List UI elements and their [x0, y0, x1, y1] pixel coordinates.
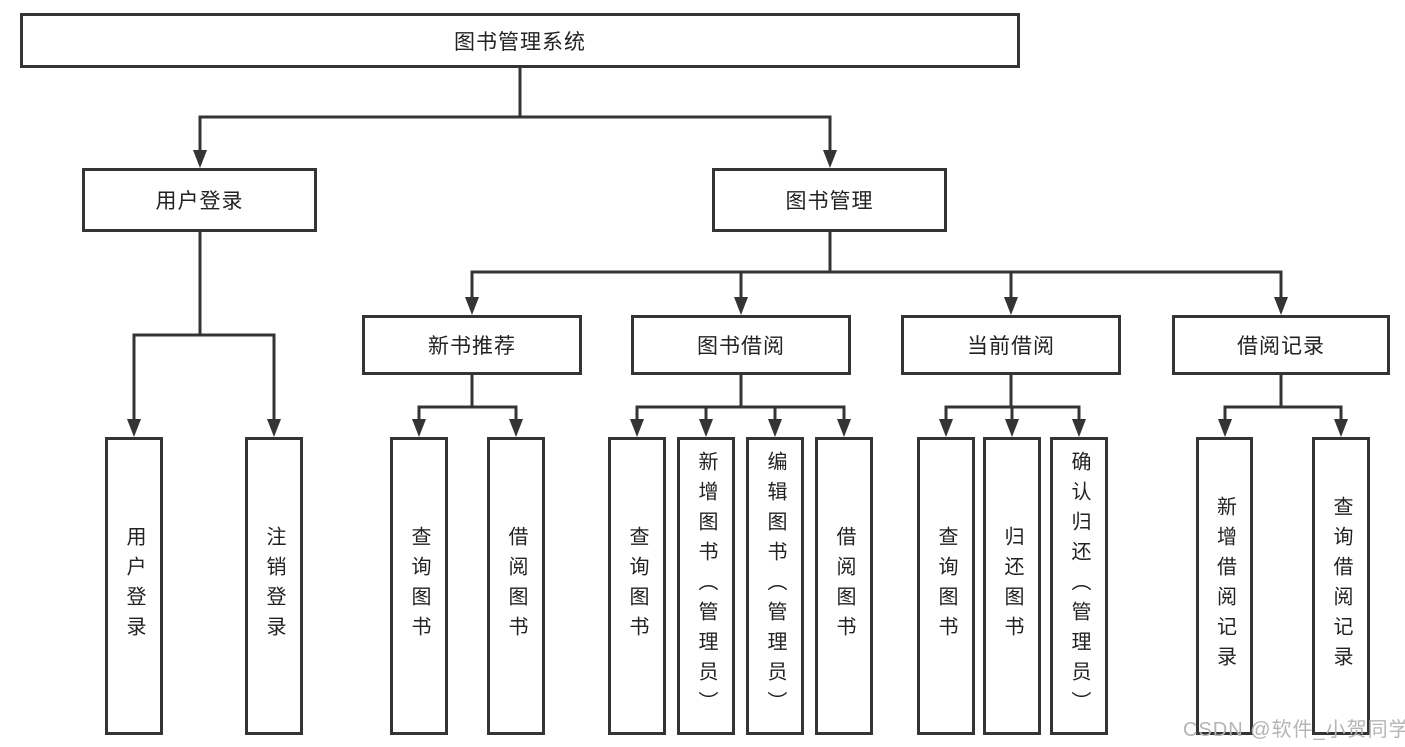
node-book-borrow-label: 图书借阅 — [697, 335, 785, 358]
node-query-borrow-record-label: 查询借阅记录 — [1330, 496, 1352, 676]
node-add-borrow-record-label: 新增借阅记录 — [1213, 496, 1236, 676]
node-borrow-records: 借阅记录 — [1172, 315, 1390, 375]
node-edit-book-admin: 编辑图书（管理员） — [746, 437, 804, 735]
node-current-borrow-label: 当前借阅 — [967, 335, 1055, 358]
node-book-management: 图书管理 — [712, 168, 947, 232]
node-query-books-current-label: 查询图书 — [935, 526, 957, 646]
node-add-borrow-record: 新增借阅记录 — [1196, 437, 1253, 735]
node-query-books-borrow: 查询图书 — [608, 437, 666, 735]
csdn-watermark: CSDN @软件_小贺同学 — [1183, 719, 1405, 741]
node-new-book-recommend-label: 新书推荐 — [428, 335, 516, 358]
node-borrow-books-leaf: 借阅图书 — [815, 437, 873, 735]
node-book-borrow: 图书借阅 — [631, 315, 851, 375]
node-user-login-leaf-label: 用户登录 — [123, 526, 145, 646]
node-borrow-records-label: 借阅记录 — [1237, 335, 1325, 358]
node-query-books-borrow-label: 查询图书 — [626, 526, 648, 646]
arrowheads — [127, 150, 1348, 437]
node-user-login-leaf: 用户登录 — [105, 437, 163, 735]
node-logout-label: 注销登录 — [263, 526, 285, 646]
node-return-books: 归还图书 — [983, 437, 1041, 735]
node-add-book-admin: 新增图书（管理员） — [677, 437, 735, 735]
node-borrow-books-leaf-label: 借阅图书 — [833, 526, 855, 646]
node-current-borrow: 当前借阅 — [901, 315, 1121, 375]
node-query-borrow-record: 查询借阅记录 — [1312, 437, 1370, 735]
node-query-books-recommend-label: 查询图书 — [408, 526, 430, 646]
node-root: 图书管理系统 — [20, 13, 1020, 68]
node-root-label: 图书管理系统 — [454, 30, 586, 54]
node-new-book-recommend: 新书推荐 — [362, 315, 582, 375]
node-query-books-recommend: 查询图书 — [390, 437, 448, 735]
node-user-login-label: 用户登录 — [155, 190, 244, 213]
node-user-login: 用户登录 — [82, 168, 317, 232]
node-query-books-current: 查询图书 — [917, 437, 975, 735]
node-add-book-admin-label: 新增图书（管理员） — [695, 451, 717, 721]
node-confirm-return-admin-label: 确认归还（管理员） — [1068, 451, 1090, 721]
node-book-management-label: 图书管理 — [785, 190, 874, 213]
node-confirm-return-admin: 确认归还（管理员） — [1050, 437, 1108, 735]
node-return-books-label: 归还图书 — [1001, 526, 1023, 646]
node-borrow-books-recommend: 借阅图书 — [487, 437, 545, 735]
node-logout: 注销登录 — [245, 437, 303, 735]
node-borrow-books-recommend-label: 借阅图书 — [505, 526, 527, 646]
node-edit-book-admin-label: 编辑图书（管理员） — [764, 451, 786, 721]
